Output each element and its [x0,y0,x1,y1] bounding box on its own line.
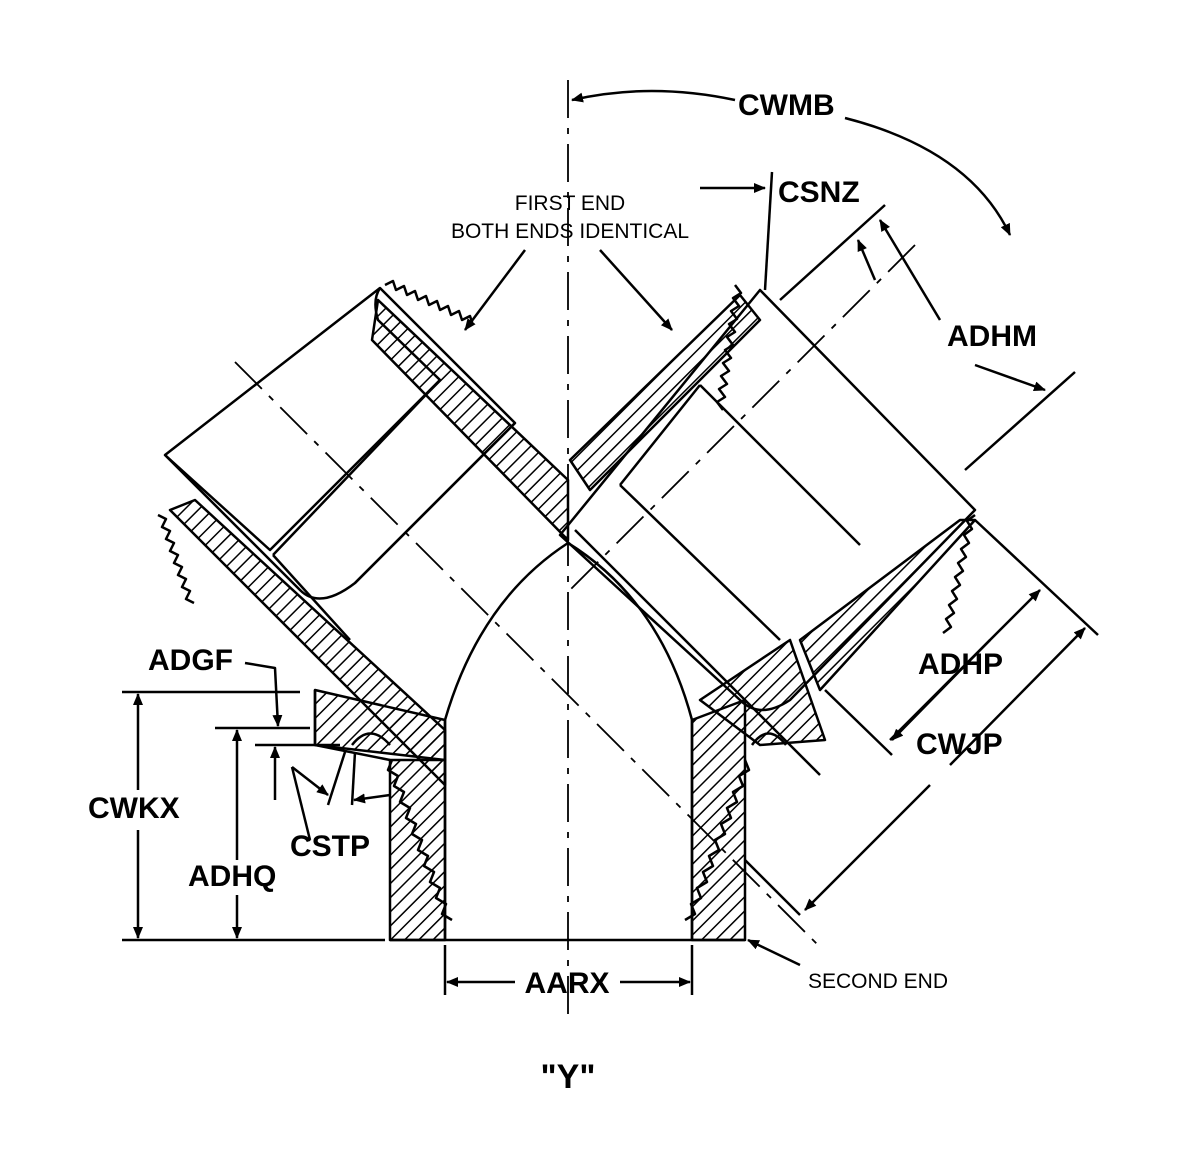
dim-aarx [443,945,694,995]
note-second-end: SECOND END [808,970,948,993]
second-end-leader [747,938,801,967]
label-adhp: ADHP [918,648,1003,681]
label-cwjp: CWJP [916,728,1003,761]
label-adhm: ADHM [947,320,1037,353]
dim-cwmb [571,89,1012,236]
dim-left-stack [122,661,391,942]
label-cstp: CSTP [290,830,370,863]
label-aarx: AARX [524,967,609,1000]
label-csnz: CSNZ [778,176,860,209]
label-adgf: ADGF [148,644,233,677]
right-branch [558,284,977,776]
label-cwkx: CWKX [88,792,180,825]
note-both-ends-identical: BOTH ENDS IDENTICAL [451,220,689,243]
label-cwmb: CWMB [738,89,835,122]
dim-adhp-cwjp [744,519,1099,916]
first-end-leaders [464,249,673,331]
dim-adhm [779,204,1076,471]
label-adhq: ADHQ [188,860,276,893]
dim-csnz [700,171,877,291]
second-end-body [313,541,751,942]
figure-caption: "Y" [541,1058,596,1096]
note-first-end: FIRST END [515,192,625,215]
